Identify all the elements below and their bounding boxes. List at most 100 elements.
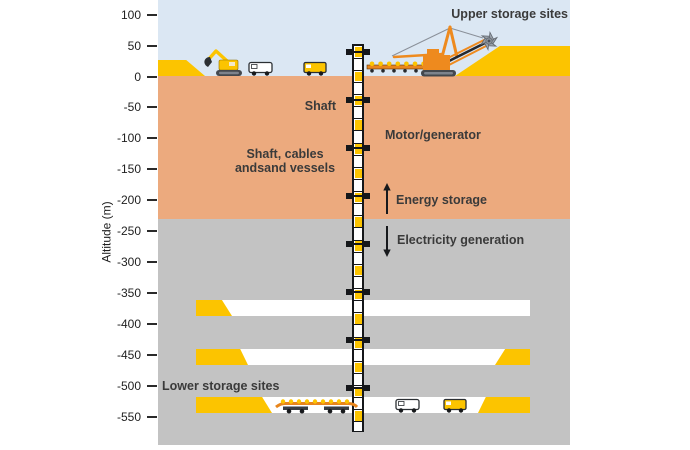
motor-station-bar: [346, 290, 370, 294]
motor-station-bar: [346, 50, 370, 54]
axis-tick: [147, 106, 157, 109]
energy-storage-label: Energy storage: [396, 193, 488, 207]
motor-station-head: [364, 49, 370, 55]
sand-vessel: [354, 241, 362, 251]
shaft-rung: [354, 106, 362, 108]
shaft-rung: [354, 385, 362, 386]
upper-storage-sites-label: Upper storage sites: [451, 7, 568, 21]
shaft-rung: [354, 312, 362, 314]
electricity-generation-label: Electricity generation: [397, 233, 525, 247]
sand-vessel: [354, 168, 362, 179]
axis-tick: [147, 199, 157, 202]
sand-vessel: [354, 217, 362, 227]
lower-storage-pile-2-left: [196, 349, 248, 365]
shaft-rung: [354, 215, 362, 217]
axis-tick: [147, 44, 157, 47]
shaft-rung: [354, 348, 362, 350]
axis-tick: [147, 230, 157, 233]
shaft-rung: [354, 275, 362, 277]
shaft-rung: [354, 397, 362, 399]
motor-station-head: [346, 49, 352, 55]
axis-tick: [147, 13, 157, 16]
axis-tick-label: -50: [123, 100, 141, 115]
axis-tick: [147, 291, 157, 294]
axis-tick: [147, 75, 157, 78]
lower-storage-pile-2-right: [495, 349, 530, 365]
shaft: [352, 44, 364, 432]
shaft-rung: [354, 227, 362, 229]
axis-tick: [147, 415, 157, 418]
axis-title: Altitude (m): [62, 187, 152, 277]
sand-vessel: [354, 289, 362, 300]
motor-station-head: [346, 385, 352, 391]
shaft-rung: [354, 94, 362, 95]
motor-station-head: [346, 337, 352, 343]
shaft-rung: [354, 118, 362, 120]
lower-storage-pile-3-left: [196, 397, 272, 413]
shaft-rung: [354, 263, 362, 265]
shaft-rung: [354, 203, 362, 205]
motor-station-head: [346, 241, 352, 247]
shaft-label: Shaft: [304, 99, 336, 113]
lower-storage-pile-3-right: [478, 397, 530, 413]
axis-tick-label: -300: [116, 255, 141, 270]
shaft-rung: [354, 81, 362, 83]
motor-station-head: [346, 193, 352, 199]
shaft-rung: [354, 300, 362, 302]
axis-tick-label: -500: [116, 378, 141, 393]
axis-tick: [147, 261, 157, 264]
shaft-rung: [354, 324, 362, 326]
motor-station-head: [364, 97, 370, 103]
shaft-rung: [354, 372, 362, 374]
shaft-rung: [354, 288, 362, 289]
axis-title-text: Altitude (m): [99, 201, 114, 263]
sand-vessel: [354, 71, 362, 82]
sand-vessel: [354, 192, 362, 203]
motor-station-head: [346, 97, 352, 103]
motor-station-head: [364, 241, 370, 247]
axis-tick: [147, 353, 157, 356]
axis-tick-label: -350: [116, 285, 141, 300]
axis-tick: [147, 137, 157, 140]
shaft-rung: [354, 69, 362, 71]
shaft-rung: [354, 142, 362, 144]
axis-tick-label: -200: [116, 193, 141, 208]
shaft-cables-line1: Shaft, cables: [246, 147, 324, 161]
motor-station-head: [364, 193, 370, 199]
axis-tick-label: 0: [134, 69, 141, 84]
shaft-rung: [354, 154, 362, 156]
shaft-cables-label: Shaft, cables andsand vessels: [215, 147, 355, 175]
axis-tick-label: 100: [120, 7, 141, 22]
shaft-rung: [354, 166, 362, 168]
axis-tick: [147, 322, 157, 325]
axis-tick-label: -400: [116, 316, 141, 331]
shaft-rung: [354, 191, 362, 192]
axis-tick-label: -250: [116, 224, 141, 239]
motor-station-head: [364, 145, 370, 151]
shaft-rung: [354, 421, 362, 423]
shaft-rung: [354, 57, 362, 59]
shaft-rung: [354, 251, 362, 253]
motor-station-head: [364, 337, 370, 343]
motor-station-head: [346, 289, 352, 295]
sand-vessel: [354, 120, 362, 130]
motor-station-head: [346, 145, 352, 151]
lower-storage-pile-1-left: [196, 300, 232, 316]
motor-generator-label: Motor/generator: [385, 128, 481, 142]
sand-vessel: [354, 411, 362, 421]
motor-station-bar: [346, 98, 370, 102]
motor-station-bar: [346, 194, 370, 198]
shaft-cables-line2: andsand vessels: [234, 161, 336, 175]
motor-station-head: [364, 385, 370, 391]
axis-tick: [147, 168, 157, 171]
motor-station-bar: [346, 242, 370, 246]
sand-vessel: [354, 314, 362, 324]
sand-vessel: [354, 265, 362, 276]
lower-storage-sites-label: Lower storage sites: [162, 379, 280, 393]
sand-vessel: [354, 362, 362, 373]
shaft-rung: [354, 409, 362, 411]
motor-station-bar: [346, 338, 370, 342]
axis-tick-label: 50: [127, 38, 141, 53]
axis-tick-label: -450: [116, 347, 141, 362]
